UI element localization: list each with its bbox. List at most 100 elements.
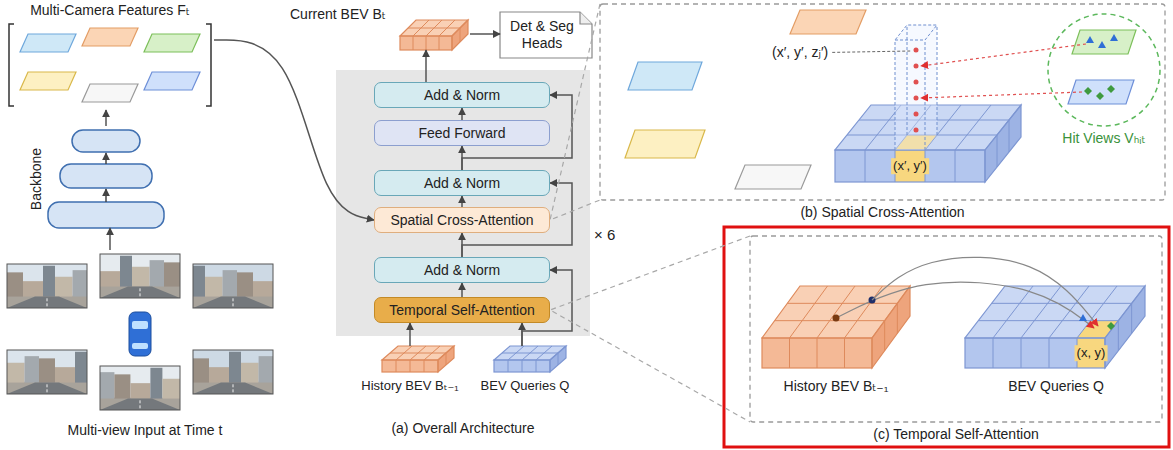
camera-plane bbox=[144, 72, 200, 90]
bev-grid bbox=[452, 20, 468, 50]
detail-panel: (c) Temporal Self-AttentionHistory BEV B… bbox=[750, 236, 1162, 444]
camera-photo bbox=[233, 384, 234, 393]
backbone-layer bbox=[105, 153, 107, 164]
camera-photo bbox=[75, 352, 87, 383]
camera-plane bbox=[82, 28, 138, 46]
box-label: Temporal Self-Attention bbox=[389, 302, 535, 319]
temporal-panel-art bbox=[724, 227, 1169, 447]
sample-point bbox=[1086, 36, 1094, 43]
hit-views-art bbox=[921, 44, 1086, 66]
bev-grid bbox=[1105, 286, 1145, 368]
camera-photo bbox=[193, 264, 273, 308]
bev-grid bbox=[426, 36, 427, 50]
bev-grid bbox=[382, 360, 438, 372]
bev-grid bbox=[400, 20, 468, 36]
bev-grid bbox=[762, 338, 872, 368]
camera-plane bbox=[628, 62, 702, 90]
spatial-panel-art bbox=[600, 4, 1165, 200]
camera-plane bbox=[20, 34, 76, 52]
bev-grid bbox=[452, 20, 468, 50]
camera-photo bbox=[73, 270, 87, 296]
norm-box: Add & Norm bbox=[374, 170, 550, 196]
camera-photo bbox=[193, 358, 209, 382]
bev-grid bbox=[410, 360, 411, 372]
sample-point bbox=[1107, 322, 1115, 330]
camera-images bbox=[7, 254, 273, 410]
bev-grid bbox=[965, 286, 1145, 338]
box-label: Add & Norm bbox=[424, 87, 500, 104]
connector bbox=[470, 33, 500, 35]
bev-grid bbox=[439, 36, 440, 50]
ego-car bbox=[129, 312, 151, 356]
pillar bbox=[907, 25, 908, 135]
connector bbox=[425, 50, 427, 82]
coordinate-label: (x, y) bbox=[1075, 345, 1108, 361]
camera-photo bbox=[47, 298, 48, 307]
bev-grid bbox=[1049, 338, 1050, 368]
camera-photo bbox=[193, 266, 205, 297]
ego-car bbox=[132, 343, 148, 349]
camera-photo bbox=[114, 374, 130, 398]
camera-photo bbox=[7, 297, 87, 308]
map-label: History BEV Bₜ₋₁ bbox=[760, 378, 912, 395]
bev-grid bbox=[955, 105, 991, 150]
backbone-layer bbox=[48, 130, 164, 228]
zoom-line bbox=[550, 236, 750, 422]
backbone-layer bbox=[105, 189, 107, 202]
bev-grid bbox=[992, 303, 1132, 304]
camera-photo bbox=[100, 287, 180, 298]
sample-point bbox=[1084, 87, 1092, 95]
camera-photo bbox=[39, 358, 55, 382]
bev-grid bbox=[790, 286, 828, 338]
camera-photo bbox=[164, 262, 180, 286]
bev-grid bbox=[789, 338, 790, 368]
spatial-panel-art bbox=[600, 4, 1165, 200]
camera-plane bbox=[735, 165, 811, 189]
camera-input-group: Multi-view Input at Time t bbox=[5, 250, 285, 442]
camera-photo bbox=[55, 367, 75, 382]
camera-photo bbox=[193, 350, 273, 394]
camera-photo bbox=[100, 366, 180, 410]
camera-photo bbox=[7, 264, 87, 308]
hit-views-circle: Hit Views Vₕᵢₜ bbox=[1045, 12, 1163, 148]
camera-plane bbox=[82, 84, 138, 102]
reference-point bbox=[914, 80, 919, 85]
bev-grid bbox=[400, 36, 452, 50]
camera-plane bbox=[144, 34, 200, 52]
camera-photo bbox=[43, 266, 55, 297]
norm-box: Add & Norm bbox=[374, 82, 550, 108]
camera-photo bbox=[130, 383, 150, 398]
output-box: Det & Seg Heads bbox=[500, 12, 592, 58]
camera-photo bbox=[193, 383, 273, 394]
bev-grid bbox=[787, 303, 897, 304]
camera-photo bbox=[100, 254, 180, 298]
caption: (b) Spatial Cross-Attention bbox=[600, 204, 1165, 221]
bev-grid bbox=[494, 360, 550, 372]
backbone-stack: Backbone bbox=[28, 126, 172, 228]
bev-grid bbox=[413, 36, 414, 50]
detail-panel: (b) Spatial Cross-Attention Hit Views Vₕᵢ… bbox=[600, 4, 1165, 222]
bev-grid bbox=[1118, 321, 1119, 351]
box-label: Add & Norm bbox=[424, 175, 500, 192]
bev-grid bbox=[897, 303, 898, 333]
bev-grid bbox=[438, 346, 454, 372]
camera-photo bbox=[140, 400, 141, 409]
map-label: BEV Queries Q bbox=[958, 378, 1154, 395]
camera-photo bbox=[223, 270, 237, 296]
reference-point bbox=[914, 96, 919, 101]
connector bbox=[214, 40, 374, 220]
bev-feature-map: History BEV Bₜ₋₁ bbox=[354, 346, 466, 396]
bev-grid bbox=[508, 360, 509, 372]
bev-grid bbox=[550, 346, 566, 372]
bev-grid bbox=[550, 346, 566, 372]
connector bbox=[105, 110, 107, 126]
camera-photo bbox=[7, 350, 87, 394]
bev-grid bbox=[985, 105, 1021, 182]
camera-photo bbox=[253, 281, 273, 296]
head-shape bbox=[500, 12, 592, 58]
bev-grid bbox=[396, 360, 397, 372]
camera-photo bbox=[100, 286, 180, 298]
pillar bbox=[895, 25, 937, 150]
hit-views-art bbox=[921, 92, 1082, 98]
